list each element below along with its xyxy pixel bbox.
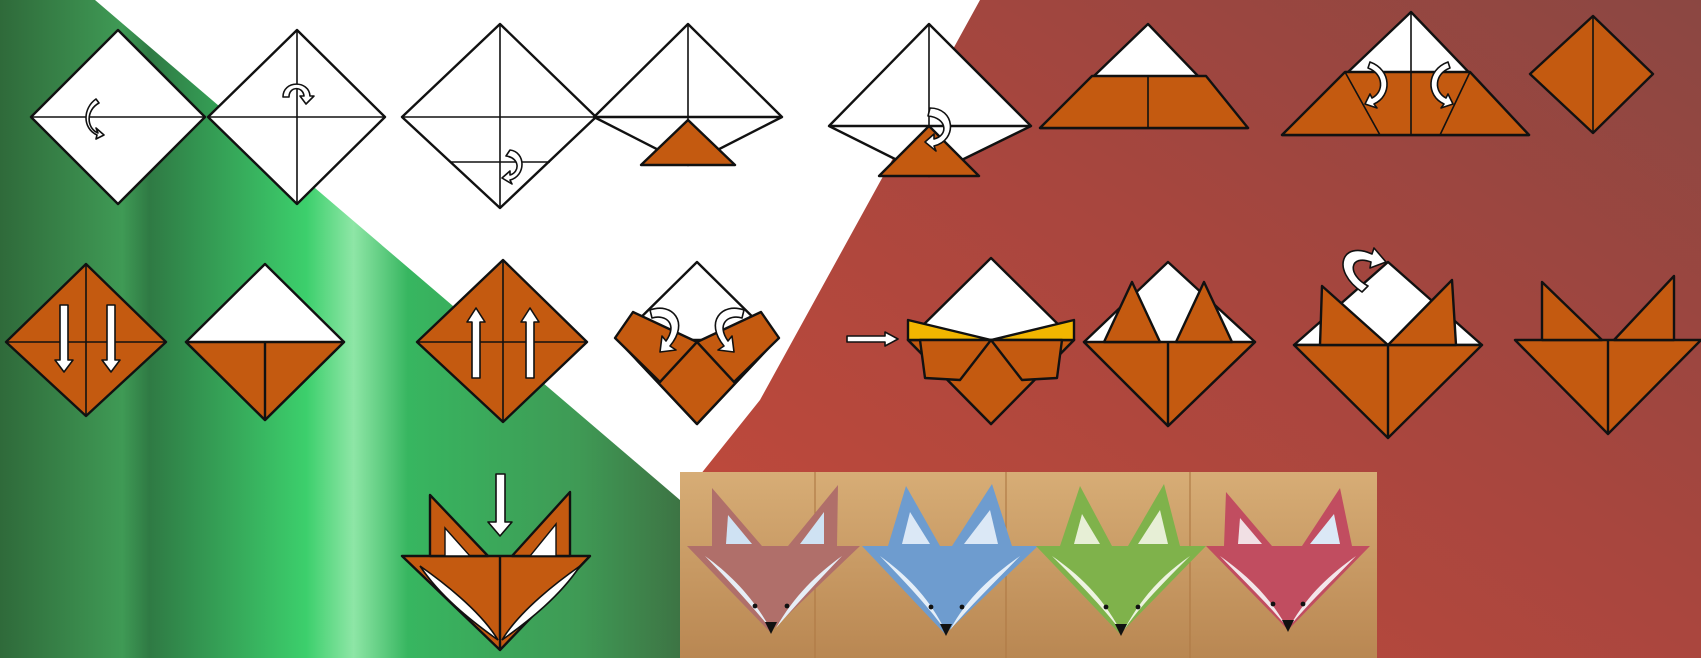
- step-3-diagram: [402, 24, 596, 208]
- step-4-diagram: [594, 24, 782, 165]
- step-12-diagram: [615, 262, 779, 424]
- finished-foxes-photo: [680, 472, 1377, 658]
